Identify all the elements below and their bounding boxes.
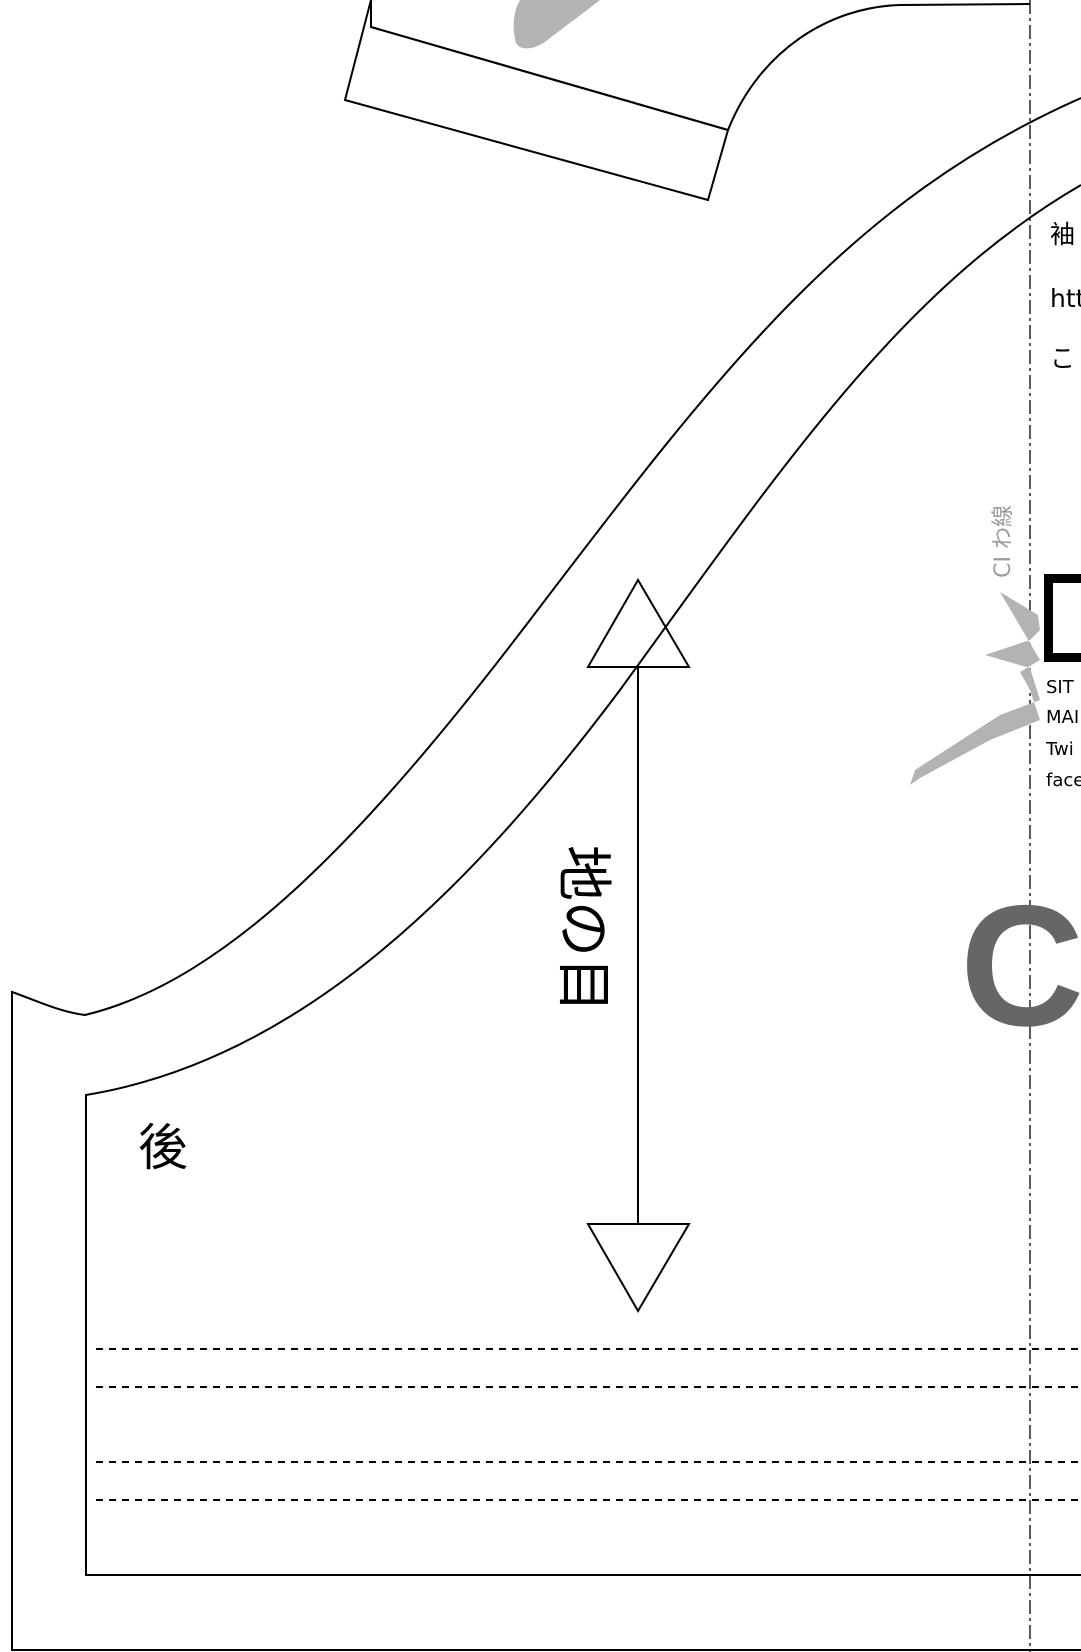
brush-stroke-top bbox=[513, 0, 600, 49]
site-link[interactable]: SIT bbox=[1046, 677, 1074, 698]
grain-arrow-up-icon bbox=[586, 578, 691, 668]
info-line-note: こ bbox=[1050, 344, 1076, 373]
twitter-link[interactable]: Twi bbox=[1046, 739, 1074, 760]
info-line-title: 袖 bbox=[1050, 220, 1076, 249]
grain-arrow-down-icon bbox=[586, 1223, 691, 1313]
outer-cutting-line bbox=[11, 3, 1081, 1651]
mail-link[interactable]: MAI bbox=[1046, 707, 1080, 728]
grain-line-label: 地の目 bbox=[550, 845, 615, 1013]
logo-mark bbox=[1044, 574, 1081, 662]
facebook-link[interactable]: face bbox=[1046, 770, 1081, 791]
info-line-url: htt bbox=[1050, 284, 1081, 313]
fold-line-label: CI わ線 bbox=[991, 505, 1016, 578]
watermark-letters: Cl bbox=[960, 870, 1081, 1062]
inner-seam-line bbox=[85, 184, 1081, 1576]
logo-starburst bbox=[910, 592, 1040, 785]
neck-facing-top-edge bbox=[370, 26, 729, 131]
neck-facing-piece bbox=[343, 0, 730, 202]
piece-label: 後 bbox=[138, 1119, 188, 1177]
